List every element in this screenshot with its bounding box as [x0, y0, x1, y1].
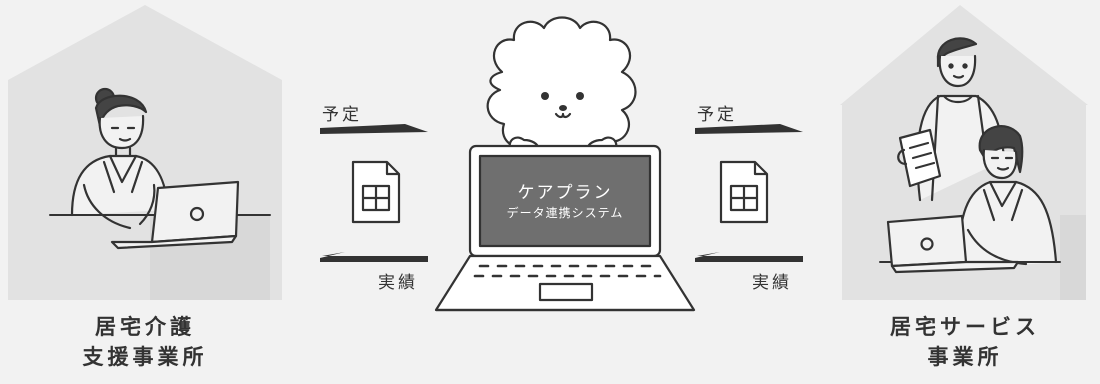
left-document-icon — [351, 160, 401, 224]
keyboard — [473, 264, 662, 278]
left-office-line1: 居宅介護 — [95, 315, 195, 339]
right-document-icon — [719, 160, 769, 224]
left-actual-arrow — [320, 252, 428, 262]
right-office-line1: 居宅サービス — [890, 315, 1040, 339]
right-actual-label: 実績 — [752, 273, 792, 293]
dog-mascot-icon — [486, 16, 637, 158]
left-plan-label: 予定 — [322, 105, 362, 125]
left-plan-arrow — [320, 124, 428, 134]
left-office-label: 居宅介護 支援事業所 — [20, 312, 270, 372]
caregiver-person-icon — [897, 37, 1006, 202]
right-plan-arrow — [695, 124, 803, 134]
right-plan-label: 予定 — [697, 105, 737, 125]
central-laptop-icon — [434, 144, 696, 312]
left-house-icon — [8, 5, 282, 300]
system-screen — [478, 154, 652, 248]
right-office-line2: 事業所 — [927, 345, 1003, 369]
left-office-line2: 支援事業所 — [82, 345, 208, 369]
system-name-line1: ケアプラン — [517, 183, 613, 203]
left-laptop-icon — [110, 180, 240, 250]
right-laptop-icon — [886, 214, 1020, 274]
right-office-label: 居宅サービス 事業所 — [840, 312, 1090, 372]
right-actual-arrow — [695, 252, 803, 262]
care-manager-person-icon — [49, 87, 271, 230]
system-name-line2: データ連携システム — [506, 206, 624, 220]
left-actual-label: 実績 — [378, 273, 418, 293]
